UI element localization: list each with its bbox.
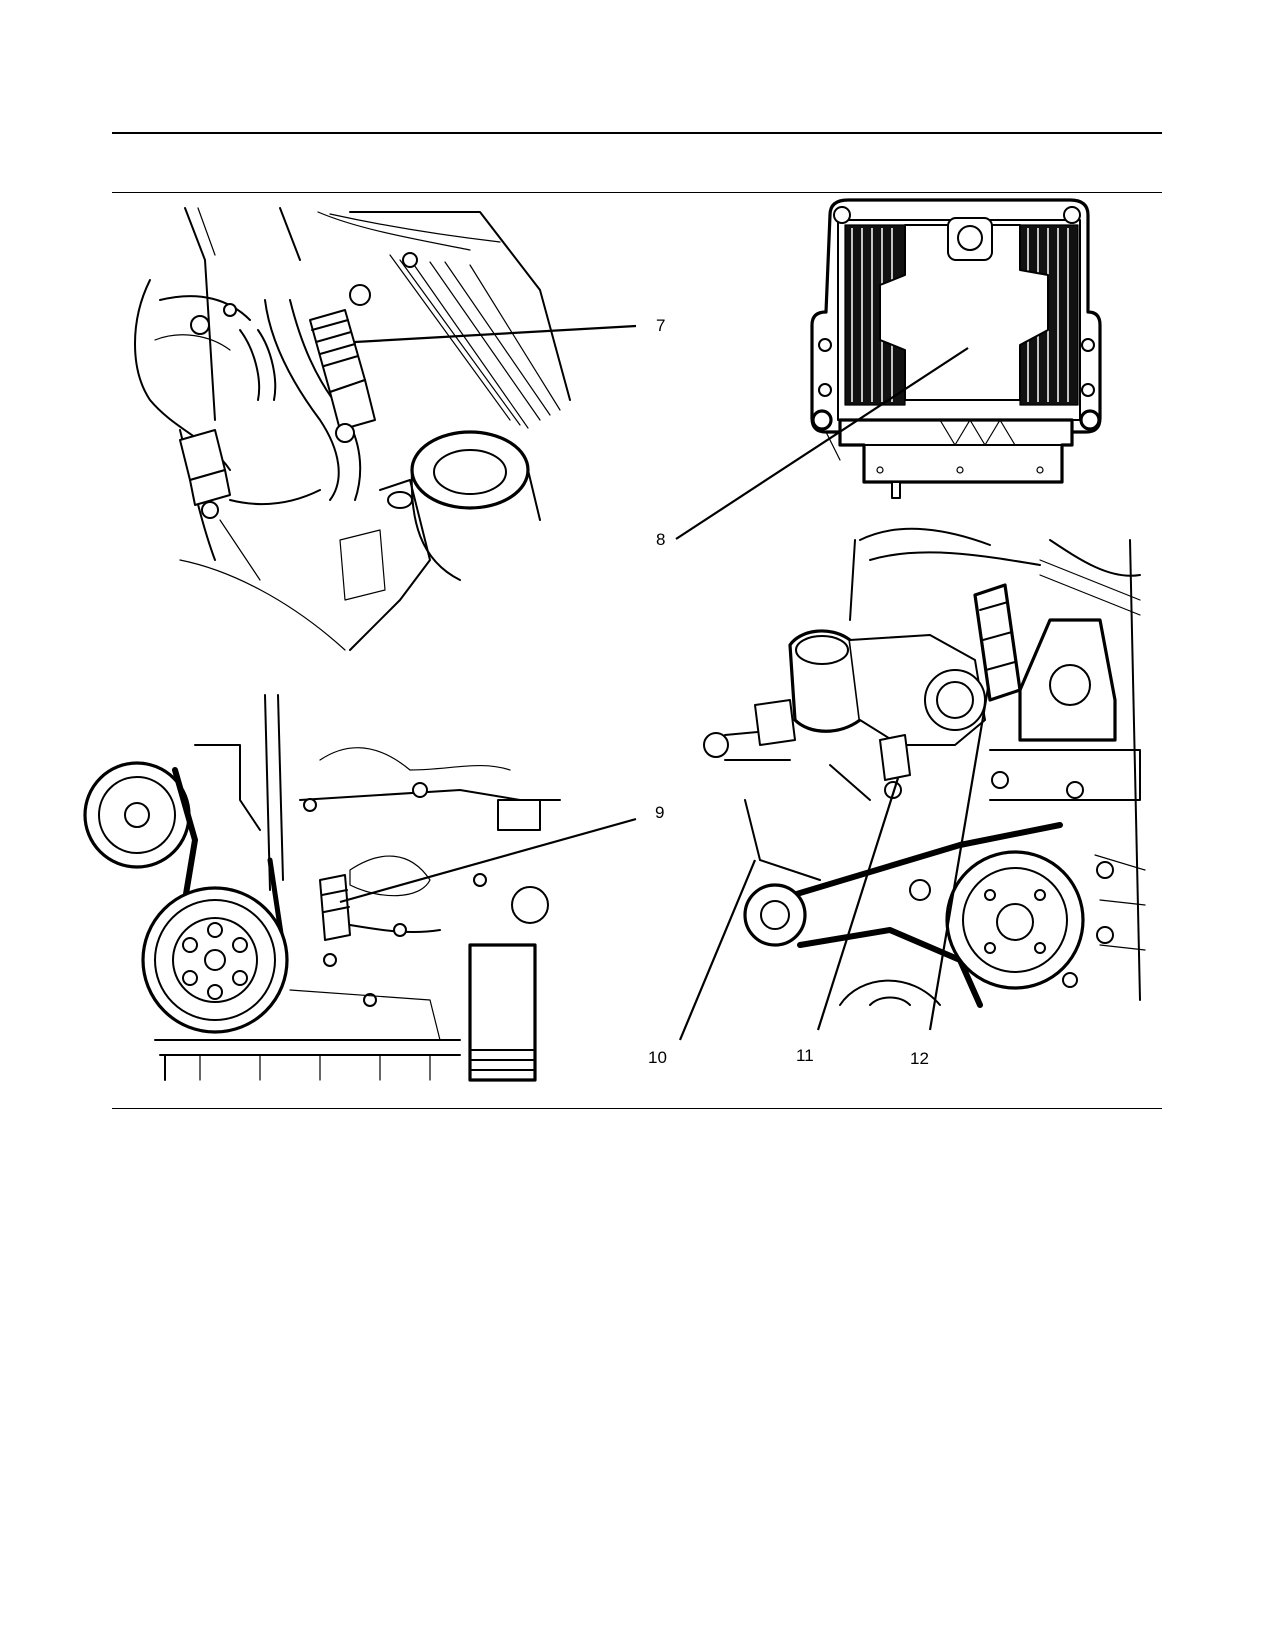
leader-line-11 <box>816 777 900 1031</box>
callout-11: 11 <box>796 1046 814 1065</box>
callout-10: 10 <box>648 1048 667 1067</box>
leader-line-10 <box>678 859 757 1041</box>
callout-8: 8 <box>656 530 665 549</box>
callouts: 7 8 9 10 11 12 <box>648 316 929 1068</box>
leader-line-9 <box>339 817 637 904</box>
footer-rule <box>112 1108 1162 1109</box>
callout-12: 12 <box>910 1049 929 1068</box>
leader-line-12 <box>928 687 990 1031</box>
leader-line-7 <box>354 324 637 344</box>
header-rule-bottom <box>112 192 1162 193</box>
ecm-drawing <box>810 198 1102 499</box>
leader-line-8 <box>675 347 969 540</box>
belt-drive-view-drawing <box>703 527 1146 1008</box>
leader-lines <box>339 324 990 1041</box>
crankshaft-pulley-view-drawing <box>83 694 561 1082</box>
callout-7: 7 <box>656 316 665 335</box>
header-rule-top <box>112 132 1162 134</box>
callout-9: 9 <box>655 803 664 822</box>
engine-top-view-drawing <box>134 207 571 651</box>
